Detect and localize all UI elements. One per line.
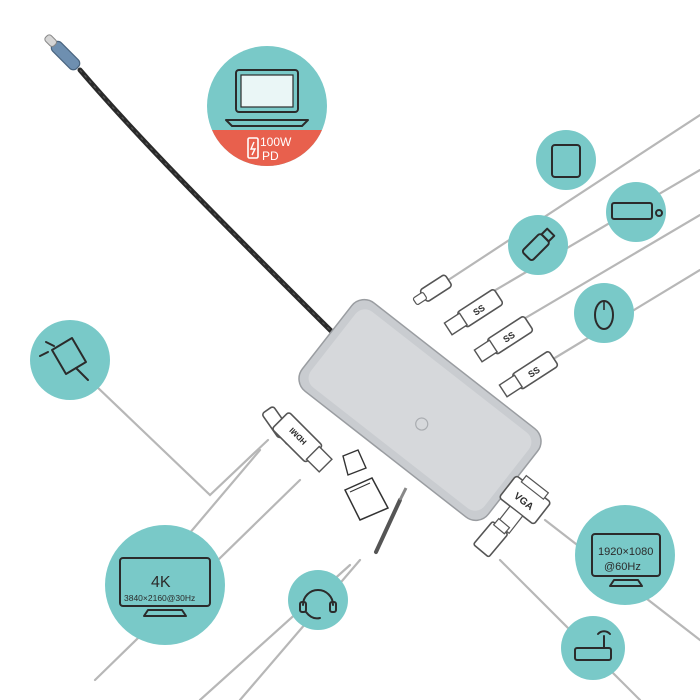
battery-icon — [247, 137, 259, 159]
hub-logo — [415, 417, 429, 431]
ethernet-plug — [473, 517, 511, 558]
monitor-4k-circle: 4K 3840×2160@30Hz — [105, 525, 225, 645]
vga-resolution: 1920×1080 — [598, 546, 653, 558]
monitor-4k-icon — [119, 557, 211, 607]
usb-a-plug-1: SS — [443, 289, 504, 336]
cable-tablet — [428, 113, 700, 294]
monitor-4k-resolution: 3840×2160@30Hz — [124, 593, 195, 603]
audio-jack — [374, 487, 408, 554]
cable-usb-stick — [468, 168, 700, 307]
power-plug-circle — [30, 320, 110, 400]
keyboard-circle — [606, 182, 666, 242]
vga-refresh: @60Hz — [604, 561, 641, 573]
headset-icon — [302, 589, 334, 606]
usb-stick-icon — [521, 227, 556, 262]
mouse-circle — [574, 283, 634, 343]
router-icon — [574, 647, 612, 661]
laptop-power-circle: 100W PD — [207, 46, 327, 166]
monitor-1080-icon — [591, 533, 661, 577]
monitor-1080-circle: 1920×1080 @60Hz — [575, 505, 675, 605]
usb-stick-circle — [508, 215, 568, 275]
power-label-bottom: PD — [262, 149, 279, 163]
router-circle — [561, 616, 625, 680]
cable-keyboard — [503, 213, 700, 332]
usb-a-plug-3: SS — [498, 351, 559, 398]
sd-card — [343, 477, 390, 521]
headset-circle — [288, 570, 348, 630]
usbc-connector — [44, 34, 81, 71]
usb-a-plug-2: SS — [473, 316, 534, 363]
laptop-icon — [225, 69, 309, 127]
keyboard-icon — [611, 202, 653, 220]
usbc-plug-right — [412, 274, 452, 305]
mouse-icon — [594, 300, 614, 330]
hdmi-plug: HDMI — [272, 412, 333, 473]
cable-power — [93, 383, 270, 497]
power-plug-icon — [39, 337, 89, 381]
monitor-4k-title: 4K — [151, 574, 171, 591]
micro-sd-card — [342, 449, 367, 476]
tablet-icon — [551, 144, 581, 178]
tablet-circle — [536, 130, 596, 190]
power-label-top: 100W — [260, 135, 292, 149]
